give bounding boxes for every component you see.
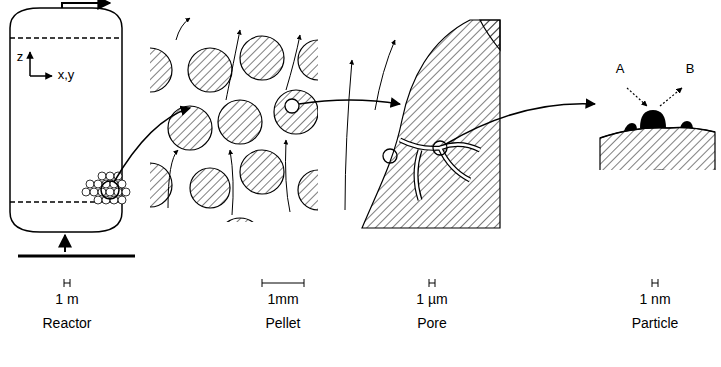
- zoom-circle: [433, 141, 447, 155]
- zoom-circle: [101, 181, 119, 199]
- bed-sphere: [110, 196, 118, 204]
- scale-label: 1 nm: [639, 292, 670, 307]
- bed-sphere: [106, 172, 114, 180]
- scale-label: 1 µm: [416, 292, 447, 307]
- axis-label: x,y: [58, 68, 75, 82]
- axis-label: z: [17, 50, 24, 64]
- species-label: B: [686, 62, 695, 76]
- scale-label: 1mm: [267, 292, 298, 307]
- bed-sphere: [90, 188, 98, 196]
- bed-sphere: [102, 196, 110, 204]
- bed-sphere: [82, 188, 90, 196]
- zoom-arrow: [299, 100, 400, 104]
- zoom-circle: [285, 99, 299, 113]
- pore-channel: [400, 140, 480, 200]
- pellet-bed: [150, 36, 318, 222]
- packed-bed: [82, 172, 130, 204]
- bed-sphere: [122, 188, 130, 196]
- pore-solid: [362, 20, 500, 228]
- panel-title: Pore: [417, 316, 447, 331]
- bed-sphere: [98, 172, 106, 180]
- flow-arrows: [168, 18, 300, 215]
- flow-arrows: [345, 40, 395, 210]
- bed-sphere: [106, 188, 114, 196]
- zoom-arrow: [446, 104, 595, 144]
- support-surface: [600, 110, 715, 175]
- panel-title: Reactor: [42, 316, 91, 331]
- bed-sphere: [86, 180, 94, 188]
- scale-label: 1 m: [55, 292, 78, 307]
- panel-title: Particle: [632, 316, 679, 331]
- reaction-arrows: [627, 88, 682, 106]
- scale-bar: [64, 279, 658, 287]
- zoom-circle: [383, 149, 397, 163]
- panel-title: Pellet: [265, 316, 300, 331]
- reactor-vessel: [10, 3, 135, 256]
- species-label: A: [616, 62, 625, 76]
- bed-sphere: [118, 196, 126, 204]
- bed-sphere: [94, 196, 102, 204]
